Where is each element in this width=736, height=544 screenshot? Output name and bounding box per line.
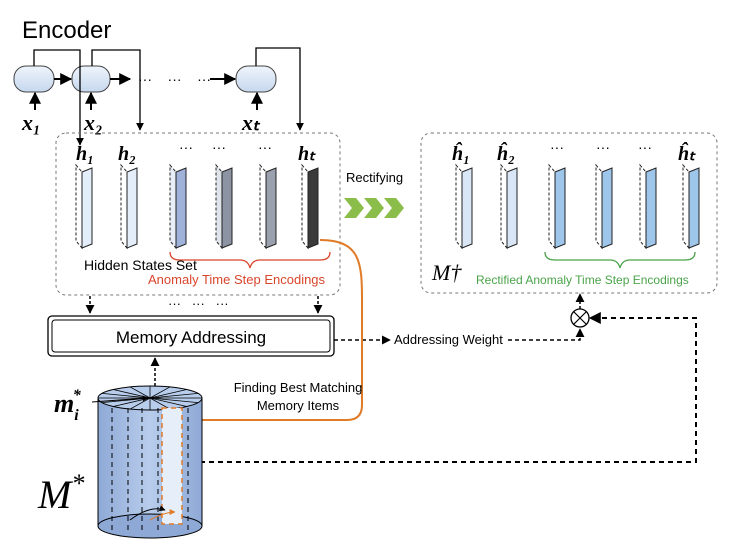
rectified-bar-1: [455, 163, 473, 250]
encoder-cell-1: [13, 65, 55, 93]
hidden-bar-6: [301, 163, 319, 250]
cylinder-spoke: [149, 389, 187, 399]
memory-item-symbol: mi*: [54, 387, 82, 424]
loop-2: [91, 49, 144, 131]
input-x1: x₁: [21, 110, 41, 135]
memory-addressing-inner: [51, 319, 331, 353]
memory-cylinder: [97, 385, 203, 539]
loop-t: [255, 47, 304, 131]
hidden-states-box: [55, 132, 341, 296]
rectified-states-box: [420, 132, 718, 294]
rectified-state-bars: [455, 163, 700, 250]
memory-bank-symbol: M*: [37, 469, 84, 517]
input-x2: x₂: [83, 110, 103, 135]
rectified-bar-3: [548, 163, 566, 250]
rectified-label-ellipsis-1: ···: [550, 139, 564, 155]
rectified-label-h2: ĥ₂: [497, 141, 515, 165]
multiply-icon: [573, 311, 587, 325]
cylinder-spoke: [149, 386, 171, 399]
finding-label-1: Finding Best Matching: [234, 380, 363, 395]
anomaly-label: Anomaly Time Step Encodings: [148, 272, 326, 287]
rectified-label-h1: ĥ₁: [452, 141, 470, 165]
hidden-label-ellipsis-3: ···: [258, 139, 272, 155]
cylinder-spoke: [149, 397, 171, 410]
rectified-bar-2: [500, 163, 518, 250]
addr-weight-to-mult: [508, 328, 585, 341]
hidden-bar-1: [75, 163, 93, 250]
rectified-label-ht: ĥₜ: [678, 141, 696, 165]
addr-in-ellipsis: ··· ··· ···: [168, 296, 229, 311]
encoder-chain: ··· ··· ··· x₁ x₂ xₜ: [13, 47, 304, 146]
hidden-label-ellipsis-2: ···: [212, 139, 226, 155]
input-xt: xₜ: [241, 110, 261, 135]
cylinder-spoke: [149, 393, 199, 399]
rectified-anomaly-label: Rectified Anomaly Time Step Encodings: [476, 273, 689, 287]
chain-ellipsis: ··· ··· ···: [138, 71, 211, 87]
hidden-bar-2: [120, 163, 138, 250]
hidden-states-set-label: Hidden States Set: [84, 257, 197, 273]
rectified-label-ellipsis-3: ···: [638, 139, 652, 155]
cylinder-spoke: [149, 397, 199, 403]
hidden-bar-4: [215, 163, 233, 250]
encoder-title: Encoder: [22, 17, 111, 44]
hidden-bar-5: [259, 163, 277, 250]
memory-item-pointer: [91, 395, 149, 403]
cylinder-spoke: [149, 397, 187, 407]
hidden-bar-3: [169, 163, 187, 250]
rectify-chevrons: [344, 198, 404, 218]
addressing-weight-label: Addressing Weight: [394, 332, 503, 347]
cylinder-spoke: [101, 393, 151, 399]
encoder-cell-t: [235, 65, 277, 93]
rectified-label-ellipsis-2: ···: [596, 139, 610, 155]
rectified-bar-5: [639, 163, 657, 250]
anomaly-brace: [169, 251, 331, 269]
hidden-label-h1: h₁: [76, 143, 94, 165]
rectified-bar-6: [682, 163, 700, 250]
rectified-bar-4: [595, 163, 613, 250]
hidden-state-bars: [75, 163, 319, 250]
hidden-label-ht: hₜ: [298, 143, 316, 165]
rectified-set-symbol: M†: [431, 260, 462, 285]
memory-to-mult-path: [200, 312, 697, 463]
best-match-column: [161, 407, 183, 525]
encoder-cell-2: [71, 65, 111, 93]
hidden-label-ellipsis-1: ···: [179, 139, 193, 155]
memory-addressing-box: [47, 315, 335, 357]
finding-path: [178, 239, 363, 426]
loop-1: [33, 49, 84, 146]
rectifying-label: Rectifying: [346, 170, 403, 185]
rectified-brace: [544, 251, 696, 269]
memory-addressing-label: Memory Addressing: [116, 328, 266, 347]
finding-label-2: Memory Items: [257, 398, 340, 413]
hidden-label-h2: h₂: [118, 143, 136, 165]
